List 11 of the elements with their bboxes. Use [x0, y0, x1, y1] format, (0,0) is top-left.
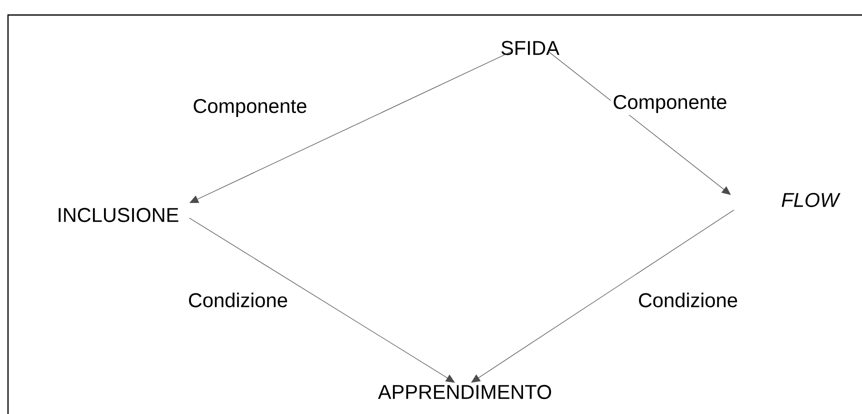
edge-label: Componente	[190, 96, 310, 120]
edge-label: Condizione	[636, 290, 740, 310]
node-label: APPRENDIMENTO	[378, 384, 552, 400]
arrow	[189, 218, 455, 383]
edge-label: Condizione	[186, 290, 290, 310]
node-label: INCLUSIONE	[58, 208, 178, 222]
node-label: FLOW	[782, 192, 840, 208]
node-label: SFIDA	[501, 40, 560, 56]
edge-label: Componente	[610, 92, 730, 116]
arrow	[548, 50, 731, 195]
arrow	[471, 210, 734, 383]
